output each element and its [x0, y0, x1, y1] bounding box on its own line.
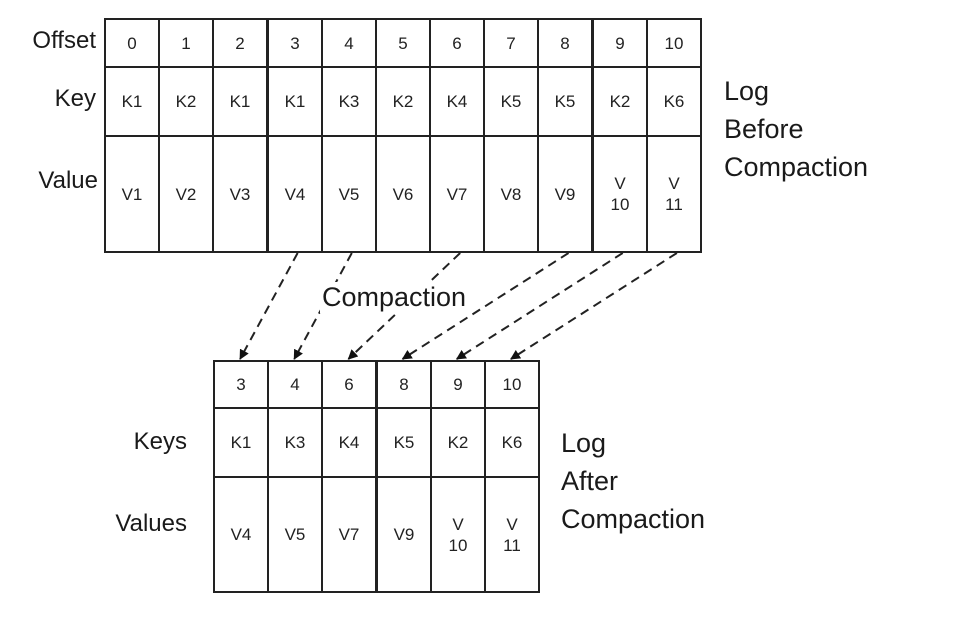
title-line: Compaction: [724, 152, 869, 182]
offset-cell: 3: [213, 360, 269, 409]
value-cell: V 10: [430, 476, 486, 593]
key-cell: K2: [375, 66, 431, 137]
key-cell: K6: [646, 66, 702, 137]
value-cell: V 11: [646, 135, 702, 253]
offset-cell: 10: [484, 360, 540, 409]
offset-cell: 9: [430, 360, 486, 409]
value-cell: V5: [267, 476, 323, 593]
key-cell: K5: [483, 66, 539, 137]
offset-cell: 8: [537, 18, 593, 68]
row-label-offset: Offset: [32, 27, 96, 54]
value-cell: V 11: [484, 476, 540, 593]
key-cell: K1: [104, 66, 160, 137]
offset-cell: 5: [375, 18, 431, 68]
offset-cell: 0: [104, 18, 160, 68]
offset-cell: 4: [321, 18, 377, 68]
compaction-arrow: [401, 252, 570, 360]
compaction-arrow: [510, 252, 678, 360]
value-cell: V9: [537, 135, 593, 253]
offset-cell: 6: [321, 360, 377, 409]
offset-cell: 3: [267, 18, 323, 68]
before-title: Log Before Compaction: [724, 72, 868, 186]
key-cell: K4: [321, 407, 377, 478]
title-line: Compaction: [561, 504, 706, 534]
value-cell: V6: [375, 135, 431, 253]
value-cell: V 10: [592, 135, 648, 253]
key-cell: K3: [267, 407, 323, 478]
offset-cell: 9: [592, 18, 648, 68]
after-title: Log After Compaction: [561, 424, 705, 538]
key-cell: K4: [429, 66, 485, 137]
row-label-keys: Keys: [133, 428, 187, 455]
title-line: After: [561, 466, 619, 496]
offset-cell: 4: [267, 360, 323, 409]
key-cell: K5: [376, 407, 432, 478]
value-cell: V7: [429, 135, 485, 253]
offset-cell: 7: [483, 18, 539, 68]
offset-cell: 6: [429, 18, 485, 68]
key-cell: K2: [430, 407, 486, 478]
title-line: Log: [561, 428, 607, 458]
key-cell: K1: [267, 66, 323, 137]
value-cell: V7: [321, 476, 377, 593]
offset-cell: 8: [376, 360, 432, 409]
value-cell: V4: [267, 135, 323, 253]
key-cell: K3: [321, 66, 377, 137]
value-cell: V3: [212, 135, 268, 253]
row-label-value: Value: [38, 167, 98, 194]
title-line: Before: [724, 114, 804, 144]
row-label-values: Values: [115, 510, 187, 537]
compaction-arrow: [239, 252, 299, 360]
value-cell: V2: [158, 135, 214, 253]
value-cell: V1: [104, 135, 160, 253]
key-cell: K1: [213, 407, 269, 478]
key-cell: K2: [592, 66, 648, 137]
key-cell: K5: [537, 66, 593, 137]
key-cell: K1: [212, 66, 268, 137]
offset-cell: 2: [212, 18, 268, 68]
compaction-label: Compaction: [320, 282, 469, 313]
value-cell: V9: [376, 476, 432, 593]
compaction-arrow: [455, 252, 624, 360]
value-cell: V5: [321, 135, 377, 253]
key-cell: K6: [484, 407, 540, 478]
offset-cell: 10: [646, 18, 702, 68]
title-line: Log: [724, 76, 770, 106]
row-label-key: Key: [54, 85, 96, 112]
offset-cell: 1: [158, 18, 214, 68]
key-cell: K2: [158, 66, 214, 137]
value-cell: V8: [483, 135, 539, 253]
value-cell: V4: [213, 476, 269, 593]
